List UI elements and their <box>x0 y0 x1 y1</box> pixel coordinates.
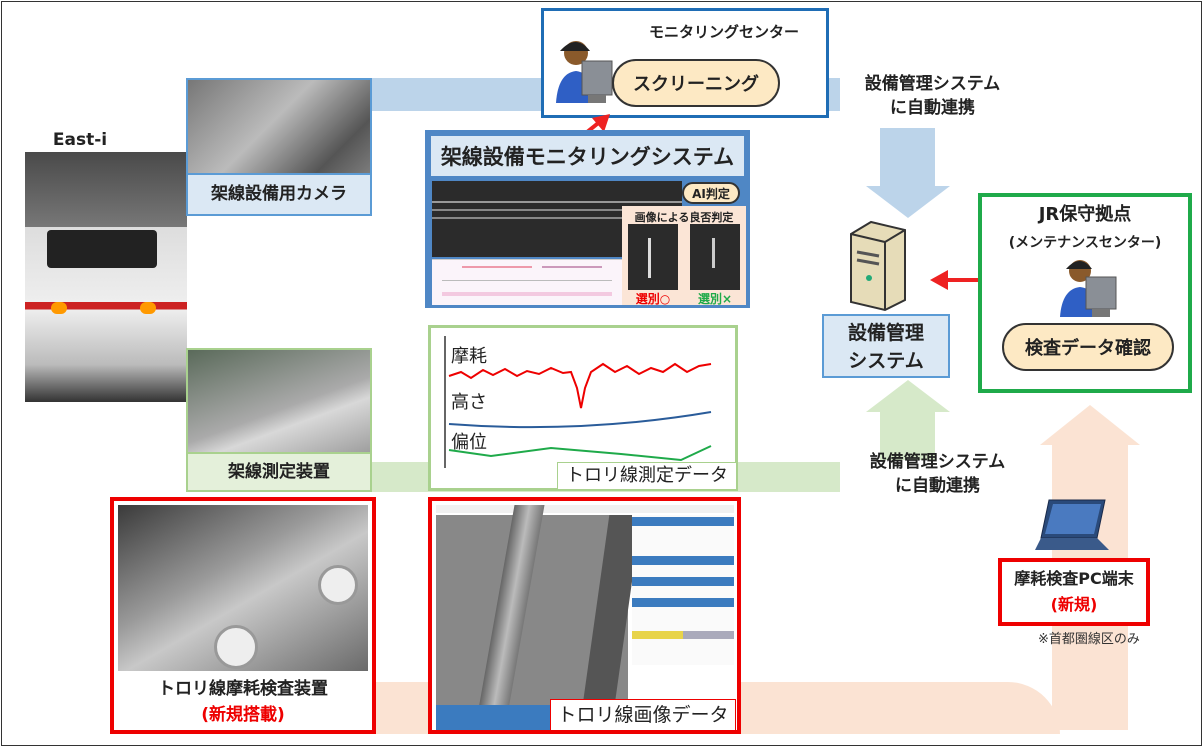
flow-arrow-blue <box>880 128 935 188</box>
wear-series-label: 摩耗 <box>451 346 487 367</box>
trolley-wire-image <box>436 505 642 715</box>
auto-link-line: 設備管理システム <box>869 452 1006 472</box>
measurement-data-caption: トロリ線測定データ <box>557 462 737 490</box>
management-system-line: 設備管理 <box>847 322 924 344</box>
auto-link-line: 設備管理システム <box>864 74 1001 94</box>
auto-link-label-top: 設備管理システム に自動連携 <box>845 72 1020 120</box>
app-titlebar <box>436 505 734 513</box>
height-series-label: 高さ <box>451 392 487 413</box>
screening-pill: スクリーニング <box>612 59 780 107</box>
jr-base-title: JR保守拠点 <box>1038 204 1132 225</box>
offset-series-line <box>448 445 712 462</box>
management-system-label: 設備管理 システム <box>822 314 950 378</box>
timeline-screenshot <box>432 259 622 305</box>
wear-series-line <box>448 362 712 409</box>
offset-series-label: 偏位 <box>451 432 487 453</box>
wear-inspection-pc-box: 摩耗検査PC端末 (新規) <box>998 558 1150 626</box>
wear-inspection-device-photo <box>118 505 368 671</box>
ai-judgement-badge: AI判定 <box>682 182 740 204</box>
wear-inspection-device-box: トロリ線摩耗検査装置 (新規搭載) <box>110 497 376 734</box>
wear-device-new-label: (新規搭載) <box>201 705 285 725</box>
camera-label: 架線設備用カメラ <box>186 173 372 216</box>
arrowhead-green <box>866 380 950 412</box>
auto-link-line: に自動連携 <box>895 476 980 496</box>
ng-label: 選別× <box>697 292 733 306</box>
monitoring-center-box: モニタリングセンター スクリーニング <box>541 8 829 118</box>
measurement-data-panel: 摩耗 高さ 偏位 トロリ線測定データ <box>428 325 738 491</box>
wear-device-label: トロリ線摩耗検査装置 <box>158 679 328 699</box>
arrowhead-orange <box>1040 405 1140 445</box>
laptop-icon <box>1035 499 1109 550</box>
ok-label: 選別○ <box>635 292 671 306</box>
settings-panel <box>632 515 734 665</box>
server-icon <box>850 220 906 312</box>
measuring-device-label: 架線測定装置 <box>186 452 372 492</box>
metro-area-note: ※首都圏線区のみ <box>1038 632 1140 647</box>
auto-link-label-bottom: 設備管理システム に自動連携 <box>850 450 1025 498</box>
measurement-data-graph <box>444 336 712 468</box>
monitoring-center-title: モニタリングセンター <box>649 23 800 41</box>
management-system-line: システム <box>848 350 924 372</box>
inspection-data-check-pill: 検査データ確認 <box>1002 323 1174 371</box>
pc-terminal-new-label: (新規) <box>1050 595 1098 614</box>
monitoring-system-title: 架線設備モニタリングシステム <box>431 136 744 176</box>
judgement-inset: 画像による良否判定 選別○ 選別× <box>622 206 746 306</box>
monitoring-system-panel: 架線設備モニタリングシステム AI判定 画像による良否判定 選別○ 選別× <box>425 130 750 308</box>
train-label: East-i <box>52 130 108 150</box>
ng-sample-image <box>690 224 740 290</box>
arrowhead-blue <box>866 186 950 218</box>
jr-base-subtitle: (メンテナンスセンター) <box>1008 235 1162 251</box>
operator-icon <box>556 41 613 103</box>
operator-icon <box>1060 260 1117 317</box>
ok-sample-image <box>628 224 678 290</box>
zoom-sliders[interactable] <box>436 705 556 730</box>
height-series-line <box>448 411 712 429</box>
judgement-title: 画像による良否判定 <box>634 211 734 224</box>
pc-terminal-label: 摩耗検査PC端末 <box>1014 569 1134 588</box>
jr-maintenance-base-box: JR保守拠点 (メンテナンスセンター) 検査データ確認 <box>978 193 1192 393</box>
east-i-train-photo <box>25 152 187 402</box>
flow-arrow-green <box>880 410 935 460</box>
image-data-panel: トロリ線画像データ <box>428 497 741 734</box>
image-data-caption: トロリ線画像データ <box>550 699 736 731</box>
auto-link-line: に自動連携 <box>890 98 975 118</box>
